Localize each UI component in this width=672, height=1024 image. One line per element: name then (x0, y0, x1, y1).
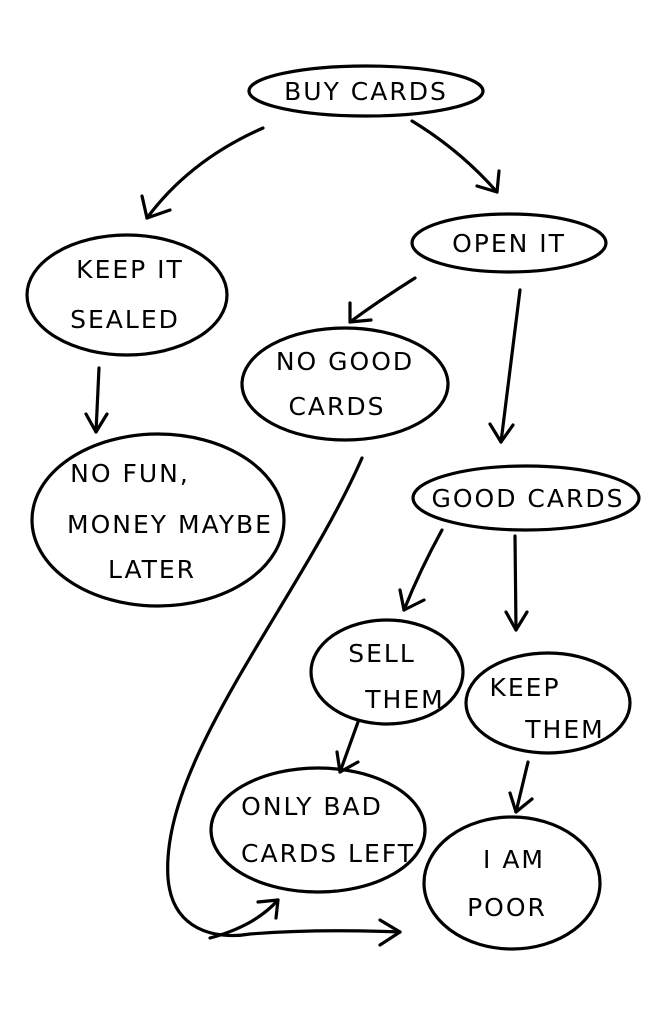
edge-buy-cards-to-keep-it-sealed (140, 126, 265, 220)
edge-keep-them-to-i-am-poor (508, 760, 534, 814)
node-only-bad-cards-left-line-2: CARDS LEFT (241, 839, 415, 868)
arrowhead-icon (398, 588, 426, 612)
node-no-fun: NO FUN, MONEY MAYBE LATER (30, 432, 286, 608)
node-good-cards-line-1: GOOD CARDS (432, 484, 625, 513)
arrowhead-icon (140, 194, 172, 220)
node-i-am-poor: I AM POOR (422, 815, 602, 951)
node-no-fun-line-2: MONEY MAYBE (67, 510, 273, 539)
edge-buy-cards-to-open-it (410, 119, 501, 194)
node-i-am-poor-line-1: I AM (483, 845, 545, 874)
edge-no-good-cards-long-curve (166, 456, 402, 947)
node-keep-it-sealed-line-1: KEEP IT (76, 255, 184, 284)
arrowhead-icon (378, 918, 402, 947)
node-no-good-cards-line-1: NO GOOD (276, 347, 414, 376)
edge-good-cards-to-keep-them (504, 534, 529, 632)
edge-keep-it-sealed-to-no-fun (84, 366, 109, 434)
node-good-cards: GOOD CARDS (411, 464, 641, 532)
node-only-bad-cards-left-outline (209, 766, 427, 894)
edge-open-it-to-no-good-cards-line (348, 276, 417, 324)
node-no-fun-outline (30, 432, 286, 608)
node-buy-cards-line-1: BUY CARDS (284, 77, 448, 106)
edge-open-it-to-good-cards-line (499, 288, 522, 444)
edge-buy-cards-to-keep-it-sealed-line (145, 126, 265, 220)
edge-no-good-cards-to-i-am-poor-line (166, 456, 402, 938)
node-no-good-cards-outline (240, 326, 450, 442)
arrowhead-icon (504, 610, 529, 632)
edge-keep-them-to-i-am-poor-line (514, 760, 530, 814)
edge-open-it-to-good-cards (488, 288, 522, 444)
node-open-it-line-1: OPEN IT (452, 229, 566, 258)
arrowhead-icon (508, 791, 534, 814)
node-no-good-cards: NO GOOD CARDS (240, 326, 450, 442)
node-sell-them-line-1: SELL (348, 639, 416, 668)
node-keep-it-sealed-outline (25, 233, 229, 357)
node-only-bad-cards-left-line-1: ONLY BAD (241, 792, 383, 821)
node-i-am-poor-line-2: POOR (467, 893, 547, 922)
node-sell-them-outline (309, 618, 465, 726)
node-open-it-outline (410, 212, 608, 274)
edge-sell-them-to-only-bad-cards-left (335, 720, 360, 774)
edge-sell-them-to-only-bad-cards-left-line (338, 720, 360, 774)
node-buy-cards: BUY CARDS (247, 64, 485, 118)
node-keep-them: KEEP THEM (464, 651, 632, 755)
edge-open-it-to-no-good-cards (348, 276, 417, 324)
node-good-cards-outline (411, 464, 641, 532)
arrowhead-icon (475, 169, 501, 194)
edge-keep-it-sealed-to-no-fun-line (94, 366, 101, 434)
node-i-am-poor-outline (422, 815, 602, 951)
edge-no-good-cards-to-only-bad-cards-left-line (208, 898, 280, 940)
node-no-fun-line-1: NO FUN, (70, 459, 190, 488)
node-only-bad-cards-left: ONLY BAD CARDS LEFT (209, 766, 427, 894)
arrowhead-icon (335, 750, 360, 774)
node-keep-them-line-2: THEM (524, 715, 604, 744)
node-keep-them-outline (464, 651, 632, 755)
node-sell-them-line-2: THEM (364, 685, 444, 714)
node-sell-them: SELL THEM (309, 618, 465, 726)
edge-good-cards-to-sell-them-line (402, 528, 444, 612)
arrowhead-icon (348, 301, 373, 324)
arrowhead-icon (256, 898, 280, 920)
node-no-fun-line-3: LATER (108, 555, 196, 584)
edge-good-cards-to-sell-them (398, 528, 444, 612)
node-keep-it-sealed: KEEP IT SEALED (25, 233, 229, 357)
edge-buy-cards-to-open-it-line (410, 119, 499, 194)
node-no-good-cards-line-2: CARDS (288, 392, 385, 421)
node-keep-it-sealed-line-2: SEALED (70, 305, 180, 334)
node-keep-them-line-1: KEEP (489, 673, 560, 702)
arrowhead-icon (488, 422, 515, 444)
node-open-it: OPEN IT (410, 212, 608, 274)
arrowhead-icon (84, 412, 109, 434)
node-buy-cards-outline (247, 64, 485, 118)
edge-good-cards-to-keep-them-line (513, 534, 518, 632)
